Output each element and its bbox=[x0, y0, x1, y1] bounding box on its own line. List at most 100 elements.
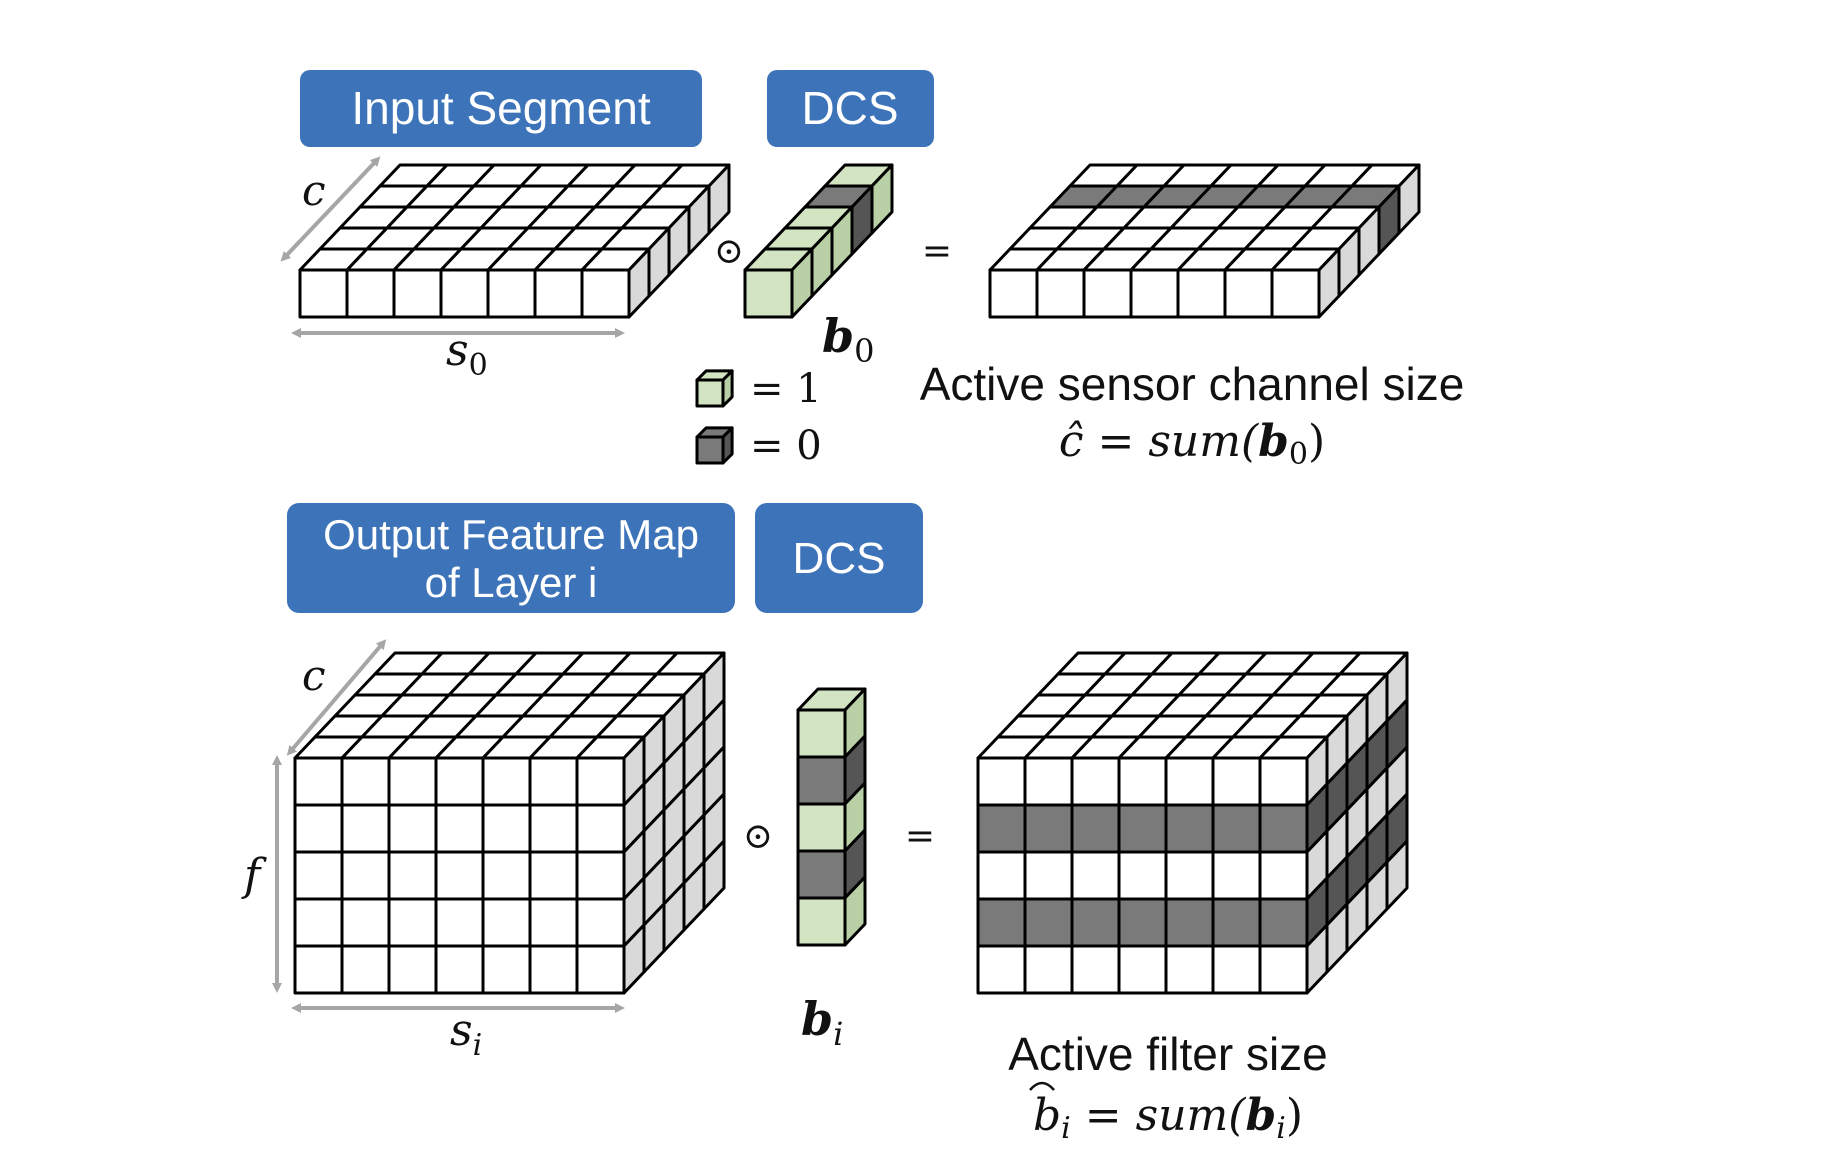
channel-dim-arrow-top bbox=[280, 156, 381, 262]
cube-front bbox=[695, 378, 725, 408]
hat-accent bbox=[1029, 1081, 1055, 1091]
mask-cell bbox=[796, 755, 847, 806]
front-face-cell bbox=[528, 850, 579, 901]
front-face-cell bbox=[1082, 268, 1133, 319]
masked-input-block bbox=[988, 163, 1421, 319]
front-face-cell bbox=[1035, 268, 1086, 319]
front-face-cell bbox=[1258, 944, 1309, 995]
front-face-cell bbox=[1023, 944, 1074, 995]
front-face-cell bbox=[434, 897, 485, 948]
front-face-cell bbox=[1164, 944, 1215, 995]
active-channel-formula: ĉ = sum(b0) bbox=[1059, 416, 1325, 472]
front-face-cell bbox=[345, 268, 396, 319]
front-face-cell bbox=[1258, 803, 1309, 854]
front-face-cell bbox=[387, 756, 438, 807]
front-face-cell bbox=[1258, 850, 1309, 901]
dcs-tag-top-label: DCS bbox=[801, 82, 898, 134]
front-face-cell bbox=[340, 897, 391, 948]
front-face-cell bbox=[976, 803, 1027, 854]
channel-dim-label-bottom: c bbox=[302, 651, 326, 700]
front-face-cell bbox=[1211, 944, 1262, 995]
front-face-cell bbox=[481, 897, 532, 948]
front-face-cell bbox=[1117, 897, 1168, 948]
front-face-cell bbox=[486, 268, 537, 319]
front-face-cell bbox=[434, 756, 485, 807]
mask-cell bbox=[743, 268, 794, 319]
mask-cell bbox=[796, 849, 847, 900]
front-face-cell bbox=[434, 803, 485, 854]
front-face-cell bbox=[1164, 803, 1215, 854]
front-face-cell bbox=[976, 850, 1027, 901]
equals-operator-top: = bbox=[922, 231, 952, 272]
front-face-cell bbox=[340, 850, 391, 901]
front-face-cell bbox=[575, 803, 626, 854]
front-face-cell bbox=[1211, 756, 1262, 807]
front-face-cell bbox=[1258, 897, 1309, 948]
input-segment-tag-label: Input Segment bbox=[351, 82, 650, 134]
b0-mask-vector bbox=[743, 163, 894, 319]
output-feature-map-block bbox=[293, 651, 726, 995]
front-face-cell bbox=[1176, 268, 1227, 319]
front-face-cell bbox=[1211, 803, 1262, 854]
dcs-tag-bottom-label: DCS bbox=[793, 534, 886, 583]
output-tag-line1: Output Feature Map bbox=[323, 511, 699, 558]
front-face-cell bbox=[434, 850, 485, 901]
odot-operator-bottom: ⊙ bbox=[743, 816, 773, 857]
segment-dim-label-bottom: si bbox=[450, 1005, 482, 1063]
front-face-cell bbox=[392, 268, 443, 319]
mask-cell bbox=[796, 708, 847, 759]
front-face-cell bbox=[1223, 268, 1274, 319]
bi-mask-vector bbox=[796, 687, 867, 947]
front-face-cell bbox=[340, 944, 391, 995]
active-filter-formula: bi = sum(bi) bbox=[1033, 1090, 1303, 1146]
front-face-cell bbox=[528, 897, 579, 948]
front-face-cell bbox=[1258, 756, 1309, 807]
front-face-cell bbox=[976, 944, 1027, 995]
front-face-cell bbox=[988, 268, 1039, 319]
front-face-cell bbox=[1211, 897, 1262, 948]
front-face-cell bbox=[1070, 944, 1121, 995]
legend-active-cube-icon bbox=[695, 369, 734, 408]
front-face-cell bbox=[575, 850, 626, 901]
odot-operator-top: ⊙ bbox=[714, 231, 744, 272]
front-face-cell bbox=[533, 268, 584, 319]
segment-dim-label-top: s0 bbox=[446, 325, 488, 383]
front-face-cell bbox=[1164, 897, 1215, 948]
front-face-cell bbox=[976, 756, 1027, 807]
front-face-cell bbox=[1023, 803, 1074, 854]
front-face-cell bbox=[481, 944, 532, 995]
front-face-cell bbox=[434, 944, 485, 995]
front-face-cell bbox=[528, 944, 579, 995]
cube-front bbox=[695, 435, 725, 465]
channel-dim-arrow-bottom bbox=[286, 639, 387, 756]
output-tag-line2: of Layer i bbox=[425, 559, 598, 606]
front-face-cell bbox=[1117, 850, 1168, 901]
front-face-cell bbox=[293, 803, 344, 854]
front-face-cell bbox=[1117, 944, 1168, 995]
front-face-cell bbox=[340, 756, 391, 807]
front-face-cell bbox=[1023, 756, 1074, 807]
front-face-cell bbox=[575, 944, 626, 995]
front-face-cell bbox=[1270, 268, 1321, 319]
front-face-cell bbox=[1023, 897, 1074, 948]
front-face-cell bbox=[293, 897, 344, 948]
front-face-cell bbox=[1070, 803, 1121, 854]
front-face-cell bbox=[1211, 850, 1262, 901]
front-face-cell bbox=[1023, 850, 1074, 901]
front-face-cell bbox=[528, 756, 579, 807]
front-face-cell bbox=[439, 268, 490, 319]
front-face-cell bbox=[1129, 268, 1180, 319]
input-segment-tag: Input Segment bbox=[300, 70, 702, 147]
mask-cell bbox=[796, 896, 847, 947]
legend-inactive-value: = 0 bbox=[750, 423, 822, 469]
front-face-cell bbox=[481, 756, 532, 807]
front-face-cell bbox=[1070, 850, 1121, 901]
front-face-cell bbox=[1164, 756, 1215, 807]
front-face-cell bbox=[293, 944, 344, 995]
dcs-tag-top: DCS bbox=[767, 70, 934, 147]
legend-active-value: = 1 bbox=[750, 366, 822, 412]
front-face-cell bbox=[1117, 756, 1168, 807]
front-face-cell bbox=[298, 268, 349, 319]
front-face-cell bbox=[575, 756, 626, 807]
